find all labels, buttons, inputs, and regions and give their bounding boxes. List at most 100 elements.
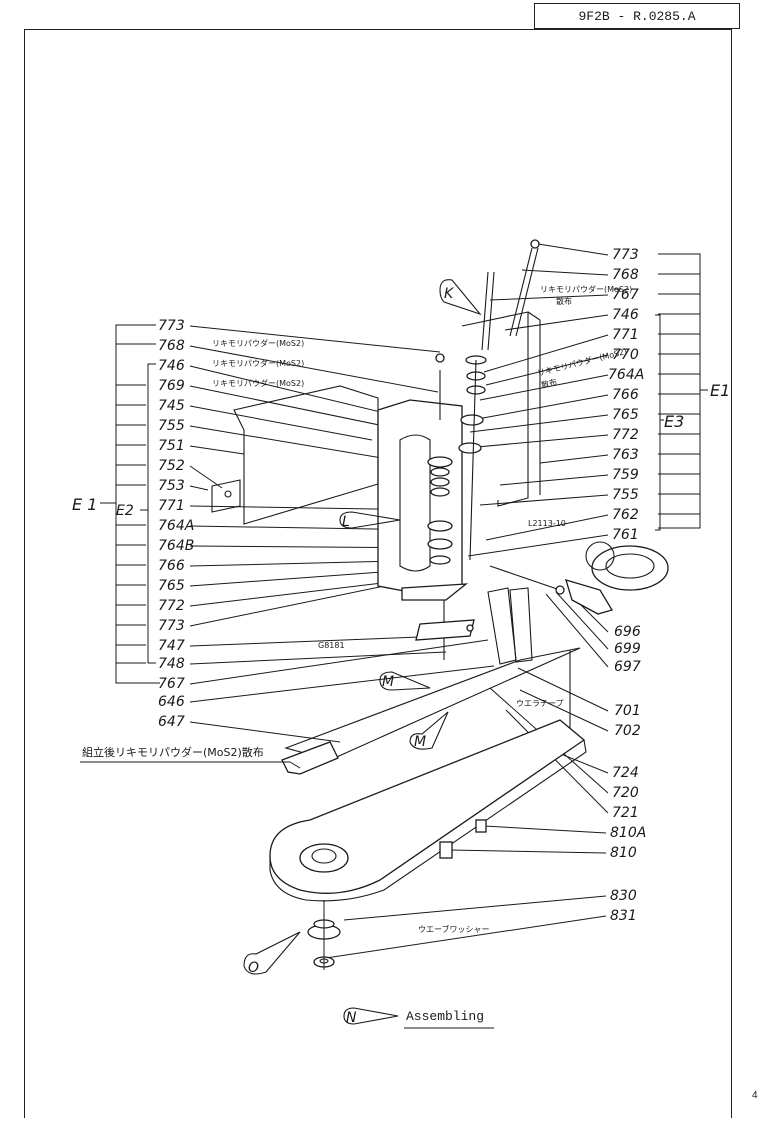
view-indicator-n: N (343, 1007, 399, 1026)
part-label: 810 (610, 845, 637, 861)
part-label: 771 (158, 498, 185, 514)
part-label: 755 (158, 418, 185, 434)
note-l-code: L2113-10 (528, 519, 566, 528)
pin-699 (489, 565, 561, 591)
part-label: 764A (608, 367, 644, 383)
screw-icon (224, 490, 232, 498)
part-label: 646 (158, 694, 185, 710)
part-label: 765 (158, 578, 185, 594)
document-code: 9F2B - R.0285.A (534, 3, 740, 29)
drawing-frame (24, 29, 732, 1118)
spindle-right (469, 359, 477, 561)
note-lub-746: リキモリパウダー(MoS2) (212, 358, 304, 368)
note-lub-769: リキモリパウダー(MoS2) (212, 378, 304, 388)
part-label: 696 (614, 624, 641, 640)
part-label: 767 (612, 287, 639, 303)
spring-697-icon (555, 585, 565, 595)
part-label: 746 (612, 307, 639, 323)
part-label: 745 (158, 398, 185, 414)
part-label: 765 (612, 407, 639, 423)
view-indicator-m1: M (379, 671, 431, 691)
screws-810 (439, 819, 487, 859)
shaft-housing (377, 399, 463, 597)
note-leader (289, 761, 301, 769)
right-leader-lines (465, 243, 609, 557)
view-indicator-l: L (339, 511, 401, 530)
part-label: 810A (610, 825, 646, 841)
svg-text:M: M (382, 674, 394, 690)
part-label: 751 (158, 438, 185, 454)
note-lub-768: リキモリパウダー(MoS2) (212, 338, 304, 348)
fork-702 (509, 587, 533, 663)
group-label-e3: E3 (664, 412, 684, 431)
group-label-e1-left: E 1 (72, 495, 97, 514)
part-label: 770 (612, 347, 639, 363)
ring-696 (585, 541, 669, 591)
view-indicator-k: K (439, 279, 482, 316)
lower-right-leader-lines (325, 591, 609, 959)
e1-right-bracket (655, 253, 708, 531)
part-label: 764B (158, 538, 194, 554)
housing-foot (401, 583, 469, 601)
page-number: 4 (752, 1090, 758, 1101)
part-label: 759 (612, 467, 639, 483)
part-label: 720 (612, 785, 639, 801)
part-label: 769 (158, 378, 185, 394)
view-indicator-m2: M (409, 711, 449, 750)
part-label: 755 (612, 487, 639, 503)
part-label: 768 (612, 267, 639, 283)
part-label: 773 (612, 247, 639, 263)
svg-text:K: K (444, 286, 455, 302)
part-label: 761 (612, 527, 639, 543)
fork-701 (487, 587, 517, 665)
part-label: 831 (610, 908, 637, 924)
note-lub-mid2: 散布 (540, 376, 558, 390)
part-label: 766 (612, 387, 639, 403)
group-label-e2: E2 (116, 503, 134, 519)
note-wave-washer: ウエーブワッシャー (418, 924, 490, 934)
part-label: 762 (612, 507, 639, 523)
part-label: 752 (158, 458, 185, 474)
ball-773 (435, 353, 445, 363)
main-arm (269, 719, 587, 902)
part-label: 763 (612, 447, 639, 463)
part-label: 768 (158, 338, 185, 354)
plate-edge (527, 311, 541, 321)
rod-768 (509, 247, 533, 337)
svg-text:L: L (342, 514, 350, 530)
caption-assembling: Assembling (406, 1009, 484, 1024)
part-label: 701 (614, 703, 641, 719)
svg-text:O: O (248, 960, 259, 976)
spring-stack-right (458, 355, 487, 454)
housing-window (399, 434, 431, 572)
note-lub-top2: 散布 (556, 296, 572, 306)
part-label: 697 (614, 659, 641, 675)
view-indicator-o: O (243, 931, 301, 976)
rod-767-edge (487, 271, 495, 351)
part-label: 773 (158, 618, 185, 634)
part-label: 647 (158, 714, 185, 730)
svg-text:M: M (414, 734, 426, 750)
note-assy-lub: 組立後リキモリパウダー(MoS2)散布 (82, 745, 264, 759)
part-label: 746 (158, 358, 185, 374)
svg-text:N: N (346, 1010, 357, 1026)
part-label: 764A (158, 518, 194, 534)
note-tape: ウエラテープ (516, 699, 564, 708)
plate-747 (415, 619, 475, 641)
left-part-labels: 773 768 746 769 745 755 751 752 753 771 … (158, 318, 194, 730)
screw-icon (466, 624, 474, 632)
ball-773-top (530, 239, 540, 249)
part-label: 766 (158, 558, 185, 574)
part-label: 830 (610, 888, 637, 904)
arm-696 (565, 579, 613, 615)
note-lub-top1: リキモリパウダー(MoS2) (540, 284, 632, 294)
rod-768-edge (515, 247, 539, 337)
part-label: 767 (158, 676, 185, 692)
part-label: 771 (612, 327, 639, 343)
spring-stack (427, 456, 453, 565)
note-g-code: G8181 (318, 641, 345, 650)
part-label: 724 (612, 765, 639, 781)
part-label: 748 (158, 656, 185, 672)
right-frame-plate (461, 311, 529, 507)
